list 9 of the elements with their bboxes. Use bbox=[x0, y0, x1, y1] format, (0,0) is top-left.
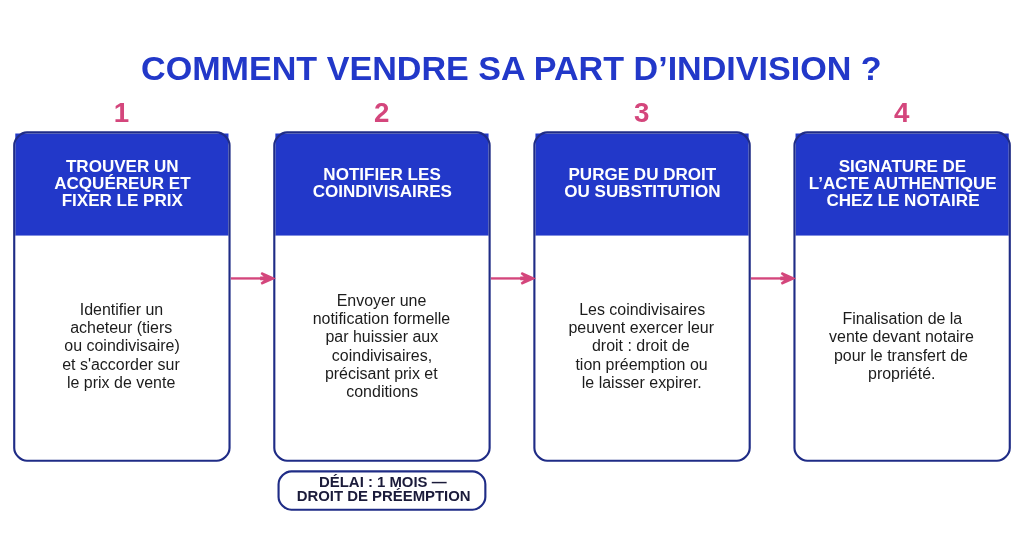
arrow bbox=[751, 272, 795, 285]
node-label: 2 bbox=[373, 96, 390, 128]
arrow bbox=[230, 272, 275, 285]
node-label: 4 bbox=[894, 96, 910, 128]
arrow bbox=[490, 272, 535, 285]
node-label: 1 bbox=[113, 96, 130, 128]
node-box: DÉLAI : 1 MOIS — DROIT DE PRÉEMPTION bbox=[277, 470, 487, 511]
diagram-title: COMMENT VENDRE SA PART D’INDIVISION ? bbox=[141, 48, 882, 87]
node-label: 3 bbox=[634, 96, 650, 128]
